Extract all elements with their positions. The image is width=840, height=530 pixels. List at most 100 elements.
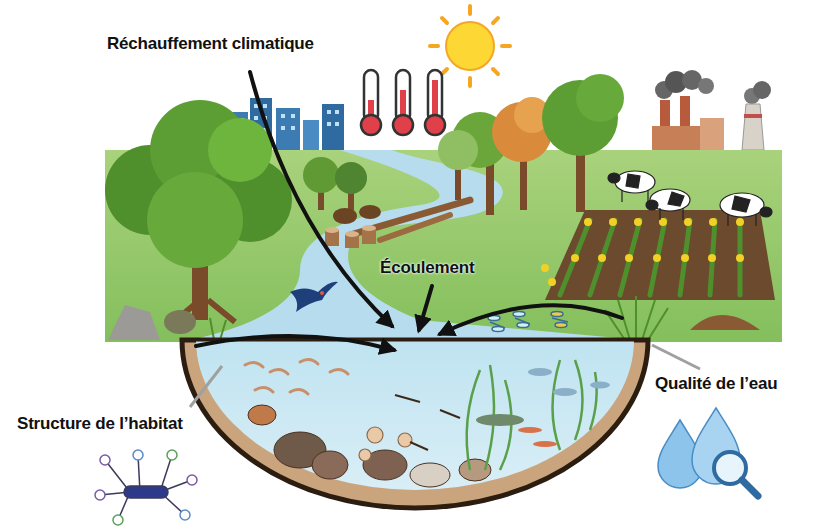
cow	[760, 207, 772, 217]
crop-field	[541, 218, 744, 286]
sun-icon	[430, 44, 438, 48]
aquatic-life	[398, 433, 412, 447]
cow	[668, 192, 684, 206]
beaver-dam	[380, 215, 450, 240]
annotation-label: Réchauffement climatique	[107, 34, 314, 54]
crop-field	[620, 220, 640, 295]
network-icon	[187, 475, 197, 485]
swallow-bird	[290, 282, 338, 312]
crop-field	[548, 278, 556, 286]
riverbank-plants	[164, 310, 196, 334]
aquatic-life	[312, 451, 348, 479]
dragonfly	[555, 323, 567, 328]
aquatic-life	[395, 395, 460, 450]
aquatic-life	[290, 389, 308, 394]
tree	[438, 74, 624, 215]
aquatic-life	[395, 395, 420, 402]
riverbank-plants	[108, 305, 160, 340]
network-icon	[95, 490, 105, 500]
riverbank-plants	[210, 318, 214, 340]
crop-field	[541, 264, 549, 272]
annotation-label: Structure de l’habitat	[17, 414, 183, 434]
cow	[615, 171, 655, 193]
aquatic-life	[245, 359, 348, 394]
crop-field	[650, 220, 665, 295]
riverbank-plants	[642, 300, 655, 340]
aquatic-life	[270, 369, 288, 374]
crop-field	[680, 220, 690, 295]
city-buildings	[335, 122, 339, 126]
city-buildings	[322, 104, 344, 158]
leader-line	[190, 366, 222, 407]
aquatic-life	[367, 427, 383, 443]
aquatic-life	[476, 368, 610, 447]
cow	[646, 200, 658, 210]
aquatic-life	[440, 410, 460, 418]
sun-icon	[446, 22, 494, 70]
crop-field	[634, 218, 642, 226]
beaver-dam	[345, 231, 359, 237]
network-icon	[95, 450, 197, 525]
factory	[753, 81, 771, 99]
riverbank-plants	[210, 296, 668, 340]
network-icon	[180, 510, 190, 520]
dragonfly	[552, 318, 568, 322]
city-buildings	[327, 110, 331, 114]
factory	[652, 70, 771, 150]
riverbed-section	[182, 340, 648, 508]
tree	[147, 172, 243, 268]
factory	[742, 104, 764, 150]
aquatic-life	[553, 388, 577, 396]
aquatic-life	[359, 427, 412, 461]
cow	[621, 190, 622, 202]
city-buildings	[291, 114, 295, 118]
crop-field	[560, 220, 740, 295]
aquatic-life	[300, 359, 318, 364]
influence-arrow	[440, 305, 622, 334]
tree	[335, 162, 367, 194]
leader-line	[190, 345, 700, 407]
swallow-bird	[320, 291, 324, 295]
cow	[608, 171, 772, 226]
network-icon	[113, 515, 123, 525]
aquatic-life	[575, 360, 583, 440]
crop-field	[584, 218, 592, 226]
influence-arrow	[196, 336, 394, 350]
crop-field	[625, 254, 633, 262]
cow	[732, 196, 750, 212]
cow	[626, 174, 640, 188]
sun-icon	[442, 69, 447, 74]
network-icon	[124, 486, 168, 498]
aquatic-life	[248, 405, 276, 425]
leader-line	[652, 345, 700, 369]
crop-field	[609, 218, 617, 226]
cow	[647, 190, 648, 202]
aquatic-life	[518, 427, 542, 433]
crop-field	[571, 254, 579, 262]
sun-icon	[468, 78, 472, 86]
dragonfly	[488, 312, 568, 332]
dragonfly	[492, 327, 504, 332]
tree	[303, 157, 339, 193]
water-drop-icon	[742, 480, 758, 496]
influence-arrow	[419, 286, 432, 330]
crop-field	[709, 218, 717, 226]
tree	[105, 100, 292, 325]
factory	[744, 114, 762, 118]
city-buildings	[327, 122, 331, 126]
thermometer-icon	[425, 115, 445, 135]
dragonfly	[517, 323, 529, 328]
dragonfly	[551, 312, 563, 317]
cow	[755, 214, 756, 226]
riverbed-section	[196, 340, 634, 490]
crop-field	[560, 220, 590, 295]
sun-icon	[502, 44, 510, 48]
aquatic-life	[245, 359, 610, 487]
crop-field	[736, 254, 744, 262]
riverbank-plants	[648, 308, 668, 340]
thermometer-icon	[361, 70, 445, 135]
crop-field	[708, 254, 716, 262]
annotation-label: Écoulement	[380, 258, 474, 278]
swallow-bird	[290, 282, 338, 312]
